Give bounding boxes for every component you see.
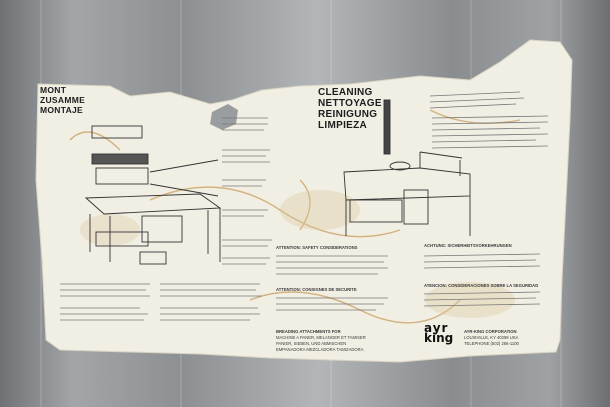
warning-safety: ATTENTION: SAFETY CONSIDERATIONS bbox=[276, 245, 358, 250]
footer-line-1: BREADING ATTACHMENTS FOR bbox=[276, 329, 341, 334]
footer-line-3: PANIER, SIEBEN, UND ABMISCHEN bbox=[276, 341, 347, 346]
montage-heading-es: MONTAJE bbox=[40, 105, 84, 115]
torn-hole bbox=[210, 104, 238, 130]
manufacturer-phone: TELEPHONE (502) 266-1100 bbox=[464, 341, 519, 346]
warning-achtung: ACHTUNG: SICHERHEITSVORKEHRUNGEN bbox=[424, 243, 512, 248]
footer-line-2: MACHINE A PANER, MELANGER ET TAMISER bbox=[276, 335, 366, 340]
montage-heading-en: MONT bbox=[40, 85, 67, 95]
warning-consignes: ATTENTION: CONSIGNES DE SECURITE bbox=[276, 287, 357, 292]
cleaning-heading-de: REINIGUNG bbox=[318, 109, 378, 120]
footer-line-4: EMPANADORA MEZCLADORA TAMIZADORA bbox=[276, 347, 364, 352]
assembly-diagram bbox=[84, 125, 222, 265]
stain-spot bbox=[425, 282, 515, 318]
stain-spot bbox=[280, 190, 360, 230]
manufacturer-name: AYR-KING CORPORATION bbox=[464, 329, 517, 334]
cleaning-diagram bbox=[343, 99, 471, 236]
cleaning-heading-es: LIMPIEZA bbox=[318, 120, 368, 131]
label-paper bbox=[35, 39, 573, 363]
montage-heading-de: ZUSAMME bbox=[40, 95, 86, 105]
ayr-king-logo: ayr king bbox=[424, 321, 454, 345]
manufacturer-city: LOUISVILLE, KY 40299 USA bbox=[464, 335, 519, 340]
warning-atencion: ATENCION: CONSIDERACIONES SOBRE LA SEGUR… bbox=[424, 283, 539, 288]
cleaning-heading-fr: NETTOYAGE bbox=[318, 98, 382, 109]
fine-print bbox=[60, 91, 549, 321]
cleaning-heading-en: CLEANING bbox=[318, 87, 373, 98]
